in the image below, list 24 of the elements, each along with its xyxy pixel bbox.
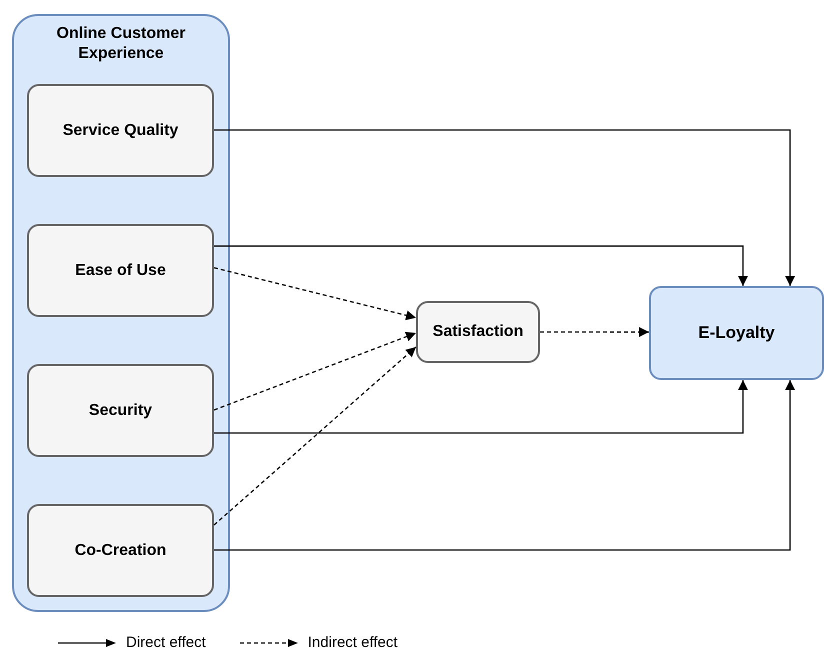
process-box (416, 301, 540, 363)
arrow (214, 245, 748, 286)
node-label: Online Customer Experience (56, 24, 186, 64)
process-box (27, 224, 214, 317)
legend-label: Indirect effect (308, 633, 398, 653)
node-label: Co-Creation (74, 540, 166, 560)
node-label: Security (88, 400, 152, 420)
group-panel (12, 14, 230, 612)
process-box (27, 504, 214, 597)
arrow (214, 346, 416, 526)
node-label: E-Loyalty (698, 322, 775, 344)
arrow (540, 327, 649, 338)
arrow (214, 267, 416, 320)
node-label: Satisfaction (432, 322, 524, 342)
process-box (649, 286, 824, 380)
arrow (214, 380, 748, 434)
arrow (214, 332, 416, 411)
node-label: Ease of Use (75, 260, 166, 280)
legend-label: Direct effect (126, 633, 206, 653)
process-box (27, 84, 214, 177)
node-label: Service Quality (62, 120, 178, 140)
arrow (214, 380, 796, 551)
arrow (214, 129, 796, 286)
process-box (27, 364, 214, 457)
